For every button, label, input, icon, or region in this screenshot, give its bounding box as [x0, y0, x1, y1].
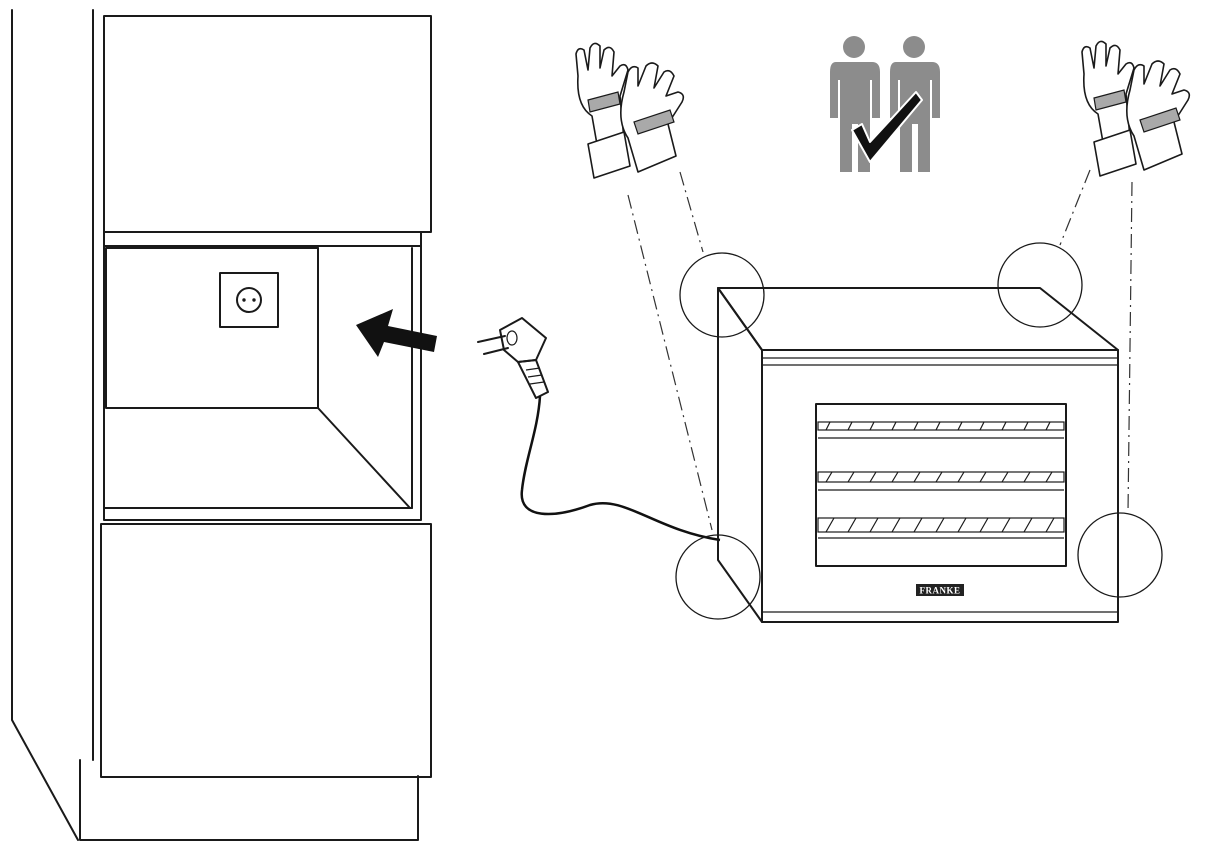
niche-floor-edge: [317, 407, 411, 509]
niche-back-wall: [105, 247, 319, 409]
power-cable: [520, 395, 721, 542]
guide-line-left-outer: [627, 194, 713, 531]
wine-rack-shelf-3: [817, 517, 1065, 539]
brand-badge: FRANKE: [916, 584, 964, 596]
grip-point-bottom-right: [1077, 512, 1163, 598]
checkmark-icon: [851, 91, 923, 163]
wine-rack-shelf-2: [817, 471, 1065, 491]
cabinet-side-panel: [11, 9, 79, 841]
guide-line-right-inner: [1059, 169, 1091, 246]
grip-point-bottom-left: [675, 534, 761, 620]
guide-line-right-outer: [1127, 181, 1133, 513]
kitchen-cabinet: [11, 9, 432, 841]
cabinet-top-door: [103, 15, 432, 233]
appliance-top: [717, 287, 1119, 351]
power-socket-icon: [219, 272, 279, 328]
person-icon: [890, 36, 940, 172]
appliance-glass-window: [815, 403, 1067, 567]
wine-rack-shelf-1: [817, 421, 1065, 439]
grip-point-top-right: [997, 242, 1083, 328]
cabinet-bottom-door: [100, 523, 432, 778]
niche-frame: [103, 231, 422, 521]
grip-point-top-left: [679, 252, 765, 338]
cabinet-plinth: [79, 759, 419, 841]
appliance-niche: [103, 231, 422, 521]
appliance-front: [761, 349, 1119, 623]
insert-arrow-icon: [356, 309, 437, 357]
two-person-lift-icon: [830, 36, 940, 172]
wine-cooler-appliance: FRANKE: [717, 287, 1119, 623]
appliance-left-side: [717, 287, 763, 623]
protective-gloves-icon: [1081, 40, 1191, 177]
guide-line-left-inner: [679, 171, 704, 253]
brand-label: FRANKE: [920, 586, 961, 596]
protective-gloves-icon: [575, 42, 685, 179]
power-plug-icon: [477, 317, 549, 399]
